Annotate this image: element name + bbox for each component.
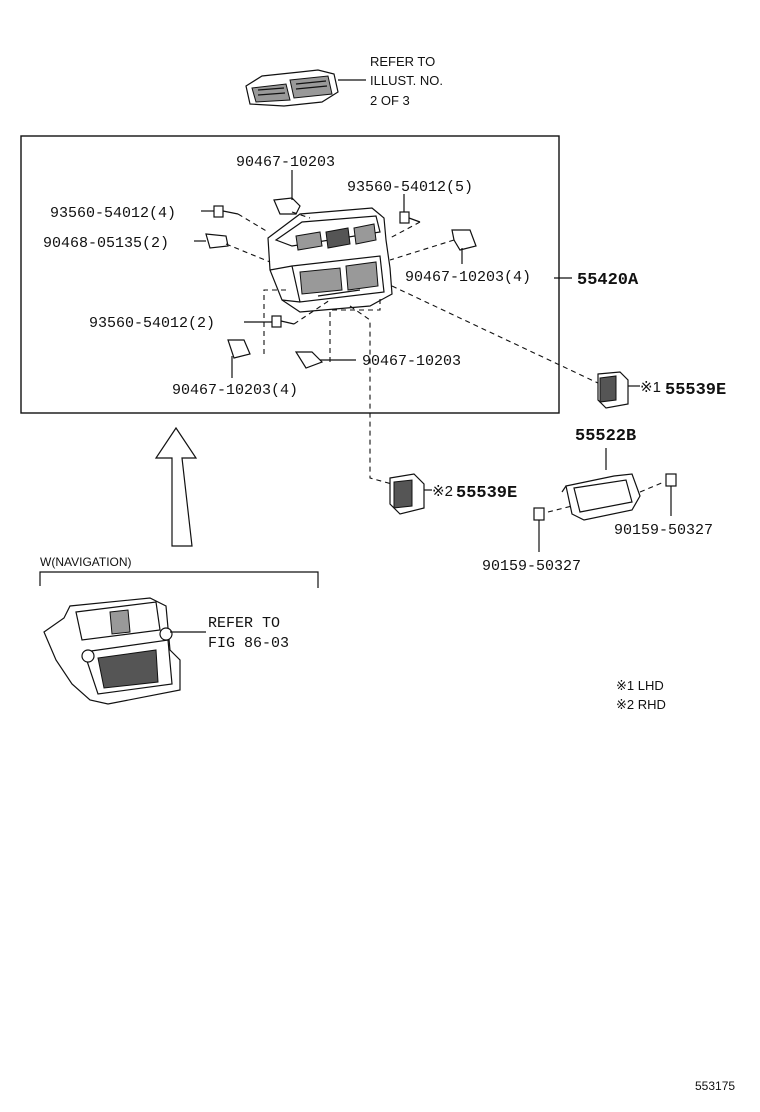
clip-lower-mid-illustration (294, 351, 324, 369)
callout-90467-10203-top: 90467-10203 (236, 154, 335, 171)
up-arrow (154, 426, 198, 547)
screw-90159-left-illustration (533, 507, 545, 521)
dash-line (293, 299, 331, 325)
dash-line (225, 243, 271, 263)
screw-90159-right-illustration (665, 473, 677, 487)
callout-55539E-rhd: 55539E (456, 484, 517, 503)
switch-lhd-illustration (597, 371, 640, 409)
clip-lower-left-illustration (227, 339, 251, 359)
screw-mid-left-illustration (271, 315, 295, 328)
dash-line (547, 505, 573, 513)
clip-top-illustration (273, 197, 301, 215)
main-assembly-frame (20, 135, 560, 414)
vent-assembly-illustration (245, 69, 366, 107)
navigation-unit-illustration (43, 597, 206, 705)
callout-93560-54012-5: 93560-54012(5) (347, 179, 473, 196)
legend-rhd: ※2 RHD (616, 697, 666, 712)
dash-line (349, 305, 393, 485)
callout-55420A: 55420A (577, 271, 639, 290)
dash-line (237, 213, 269, 233)
refer-top-line2: ILLUST. NO. (370, 73, 443, 88)
dash-line (291, 211, 311, 219)
callout-90468-05135-2: 90468-05135(2) (43, 235, 169, 252)
callout-55539E-lhd: 55539E (665, 381, 726, 400)
screw-right-top-illustration (399, 211, 421, 224)
navigation-heading: W(NAVIGATION) (40, 555, 132, 569)
refer-top-line1: REFER TO (370, 54, 435, 69)
dash-line (263, 289, 286, 354)
screw-left-top-illustration (213, 205, 239, 218)
center-bezel-illustration (267, 207, 393, 313)
dash-line (329, 296, 381, 362)
dash-line (639, 481, 665, 493)
panel-55522B-illustration (561, 473, 641, 521)
callout-90159-50327-left: 90159-50327 (482, 558, 581, 575)
navigation-refer-line2: FIG 86-03 (208, 635, 289, 652)
clip-right-illustration (451, 229, 477, 251)
callout-55522B: 55522B (575, 427, 636, 446)
callout-90467-10203-4-bottom: 90467-10203(4) (172, 382, 298, 399)
navigation-bracket (39, 571, 319, 588)
dash-line (389, 221, 421, 239)
callout-mark-2: ※2 (432, 483, 453, 500)
callout-90467-10203-mid: 90467-10203 (362, 353, 461, 370)
callout-mark-1: ※1 (640, 379, 661, 396)
nut-clip-left-illustration (205, 233, 229, 249)
callout-93560-54012-2: 93560-54012(2) (89, 315, 215, 332)
diagram-id: 553175 (695, 1079, 735, 1093)
refer-top-line3: 2 OF 3 (370, 93, 410, 108)
callout-93560-54012-4: 93560-54012(4) (50, 205, 176, 222)
navigation-refer-line1: REFER TO (208, 615, 280, 632)
dash-line (391, 285, 601, 385)
legend-lhd: ※1 LHD (616, 678, 664, 693)
switch-rhd-illustration (389, 473, 432, 515)
dash-line (389, 239, 455, 261)
callout-90467-10203-4-right: 90467-10203(4) (405, 269, 531, 286)
callout-90159-50327-right: 90159-50327 (614, 522, 713, 539)
